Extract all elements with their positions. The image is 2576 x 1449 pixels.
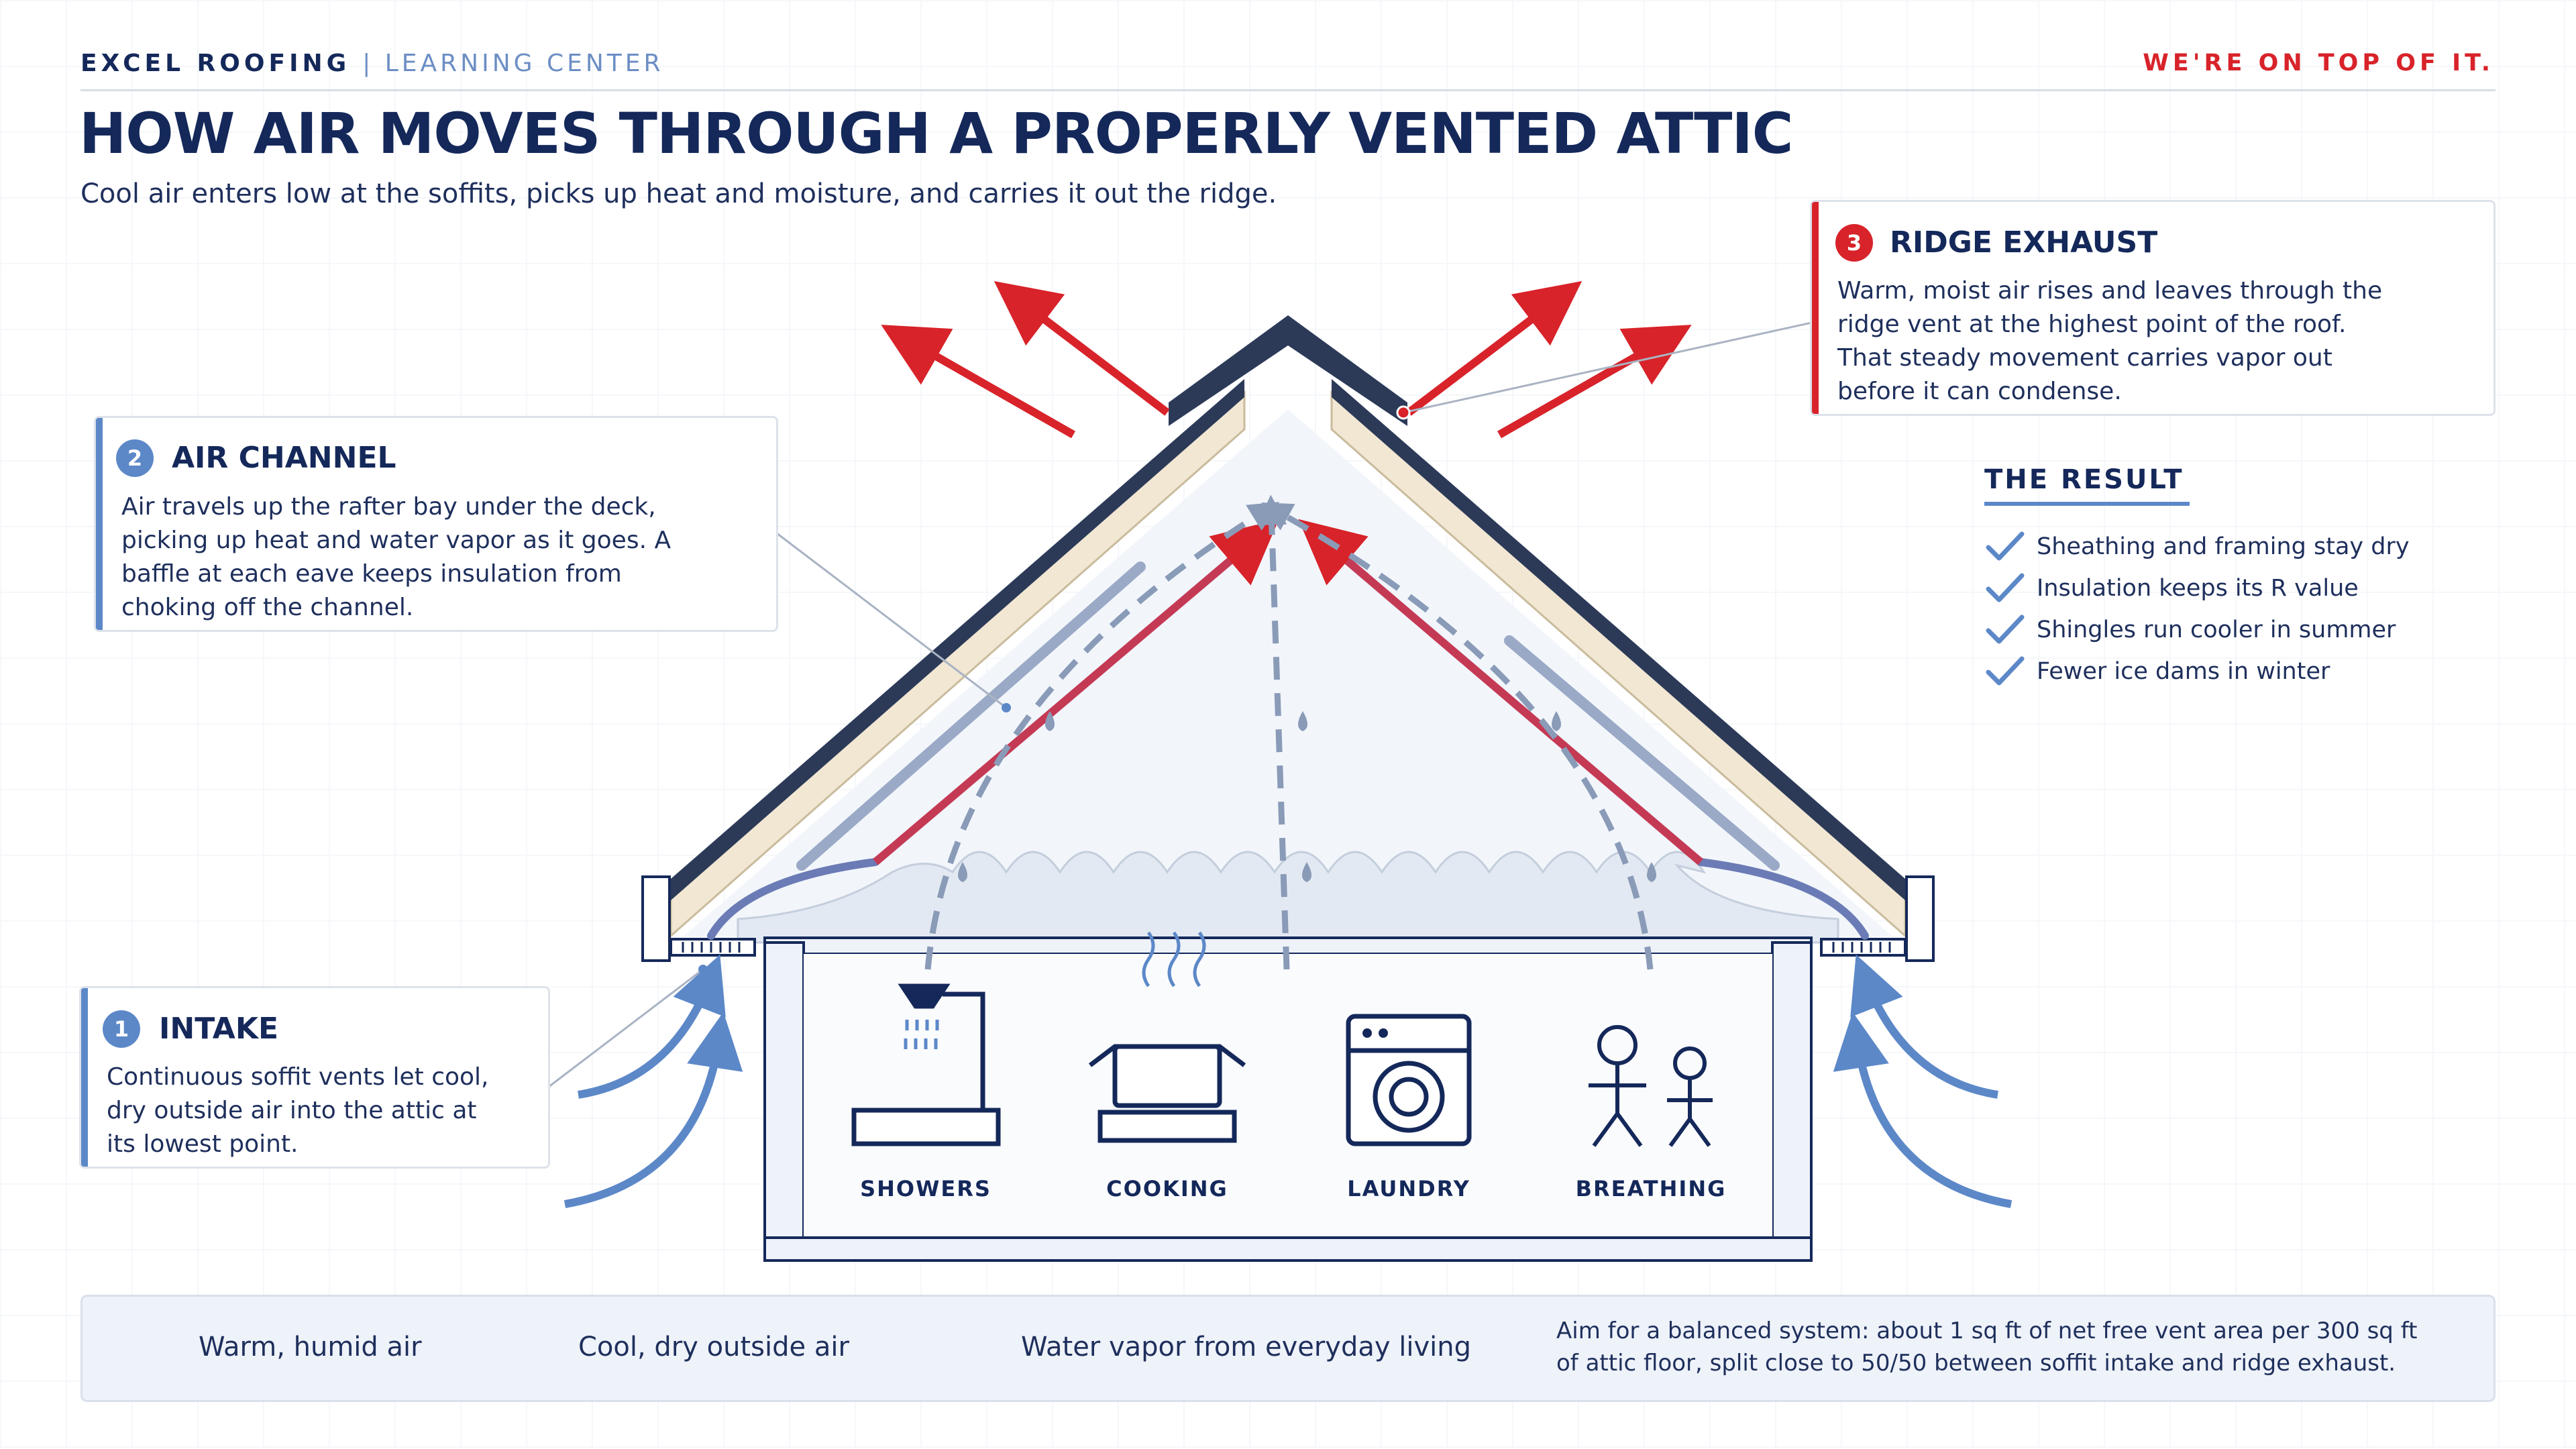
vapor-path-showers [924, 502, 1280, 970]
callout-body: Warm, moist air rises and leaves through… [1837, 277, 2383, 405]
warm-air-path-right [1298, 519, 1703, 865]
step-badge: 3 [1835, 224, 1873, 262]
baffle-left [796, 561, 1146, 871]
room-label-showers: SHOWERS [860, 1176, 991, 1201]
legend-warm-label: Warm, humid air [199, 1332, 422, 1362]
callout-title: RIDGE EXHAUST [1890, 225, 2158, 260]
legend-cool-label: Cool, dry outside air [578, 1332, 849, 1362]
leader-dot-intake [698, 965, 708, 974]
intake-arrows [564, 954, 2012, 1208]
callout-body: Continuous soffit vents let cool, dry ou… [107, 1063, 489, 1158]
page-title: HOW AIR MOVES THROUGH A PROPERLY VENTED … [79, 101, 1793, 166]
checkmark-icon [1986, 573, 2025, 602]
checkmark-icon [1986, 656, 2025, 686]
vapor-path-breathing [1261, 502, 1654, 970]
vapor-droplets [958, 711, 1656, 882]
step-badge: 2 [116, 439, 154, 477]
wall-right [1771, 941, 1813, 1239]
people-icon [1589, 1025, 1713, 1147]
leader-dot-channel [1002, 703, 1011, 712]
legend-vapor-label: Water vapor from everyday living [1021, 1332, 1472, 1362]
callout-intake: 1 INTAKE Continuous soffit vents let coo… [79, 986, 550, 1169]
wall-left [763, 941, 805, 1239]
legend-panel [80, 1295, 2496, 1402]
callout-accent-bar [96, 418, 103, 630]
exhaust-arrows [881, 280, 1692, 439]
airflow-intake-right-curve [1697, 858, 1869, 940]
attic-space [684, 409, 1892, 936]
brand-header: EXCEL ROOFING | LEARNING CENTER [80, 50, 664, 77]
callout-ridge-exhaust: 3 RIDGE EXHAUST Warm, moist air rises an… [1810, 200, 2496, 416]
soffit-vent-left [669, 938, 756, 957]
result-item-text: Fewer ice dams in winter [2037, 658, 2330, 685]
room-label-breathing: BREATHING [1575, 1176, 1727, 1201]
result-item-text: Insulation keeps its R value [2037, 575, 2359, 602]
shingles-left [671, 379, 1244, 900]
ridge-cap [1169, 315, 1407, 426]
leader-lines [548, 321, 1815, 1088]
tagline: WE'RE ON TOP OF IT. [2143, 50, 2494, 76]
floor-slab [763, 1236, 1813, 1262]
airflow-intake-left-curve [707, 858, 879, 940]
callout-accent-bar [81, 988, 88, 1167]
checkmark-icon [1986, 531, 2025, 561]
result-item-text: Sheathing and framing stay dry [2037, 533, 2410, 560]
result-item: Fewer ice dams in winter [1984, 655, 2330, 688]
fascia-left [641, 875, 671, 962]
result-item: Sheathing and framing stay dry [1984, 530, 2410, 564]
room-label-laundry: LAUNDRY [1347, 1176, 1470, 1201]
callout-body: Air travels up the rafter bay under the … [121, 493, 672, 621]
cooking-pot-icon [1088, 931, 1246, 1143]
callout-air-channel: 2 AIR CHANNEL Air travels up the rafter … [94, 416, 778, 632]
soffit-vent-right [1820, 938, 1907, 957]
result-item: Shingles run cooler in summer [1984, 613, 2396, 647]
page-subtitle: Cool air enters low at the soffits, pick… [80, 178, 1277, 209]
shingles-right [1332, 379, 1905, 900]
attic-insulation [737, 851, 1839, 944]
brand-name: EXCEL ROOFING [80, 50, 351, 77]
checkmark-icon [1986, 614, 2025, 644]
step-badge: 1 [103, 1010, 140, 1048]
callout-title: AIR CHANNEL [172, 441, 396, 475]
result-item: Insulation keeps its R value [1984, 572, 2359, 605]
fascia-right [1905, 875, 1935, 962]
shower-icon [851, 983, 1001, 1146]
result-item-text: Shingles run cooler in summer [2037, 616, 2396, 643]
vapor-path-center [1256, 494, 1290, 970]
warm-air-path-left [873, 519, 1279, 865]
leader-dot-exhaust [1396, 405, 1411, 420]
callout-accent-bar [1812, 202, 1819, 414]
callout-title: INTAKE [159, 1012, 278, 1046]
room-label-cooking: COOKING [1106, 1176, 1228, 1201]
legend-note: Aim for a balanced system: about 1 sq ft… [1556, 1318, 2418, 1377]
living-space [804, 954, 1772, 1238]
header-divider [80, 89, 2496, 91]
result-title: THE RESULT [1984, 464, 2184, 495]
washing-machine-icon [1346, 1014, 1472, 1146]
section-name: | LEARNING CENTER [362, 50, 664, 77]
result-underline [1984, 502, 2190, 506]
baffle-right [1504, 635, 1780, 871]
